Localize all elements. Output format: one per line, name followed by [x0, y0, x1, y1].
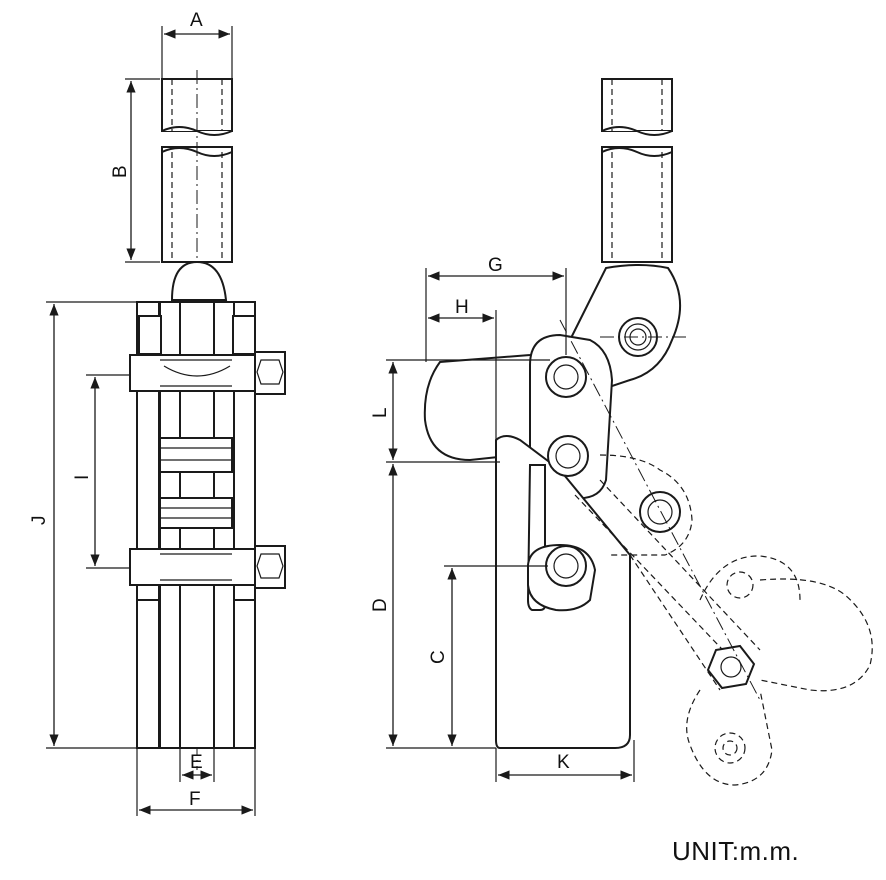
front-lower-bolt	[129, 545, 286, 589]
dim-label-c: C	[428, 650, 449, 664]
dim-label-b: B	[110, 165, 131, 178]
unit-label: UNIT:m.m.	[672, 836, 800, 866]
dim-label-f: F	[189, 789, 201, 810]
side-dimensions	[386, 268, 635, 782]
front-spacers	[159, 437, 233, 529]
front-handle-dome	[170, 260, 228, 301]
dim-label-g: G	[488, 255, 503, 276]
front-upper-bolt	[129, 351, 286, 395]
front-view	[46, 26, 286, 816]
dim-label-l: L	[370, 407, 391, 418]
side-hex-nut	[706, 644, 756, 690]
side-view	[386, 78, 873, 786]
dim-label-d: D	[370, 598, 391, 612]
front-dimensions	[46, 26, 256, 816]
dim-label-i: I	[72, 475, 93, 480]
front-spindle	[161, 70, 233, 770]
dim-label-j: J	[29, 516, 50, 526]
side-open-position-phantom	[574, 454, 873, 786]
dim-label-e: E	[190, 752, 203, 773]
dim-label-k: K	[557, 752, 570, 773]
side-spindle	[601, 78, 673, 263]
dim-label-h: H	[455, 297, 469, 318]
dim-label-a: A	[190, 10, 203, 31]
